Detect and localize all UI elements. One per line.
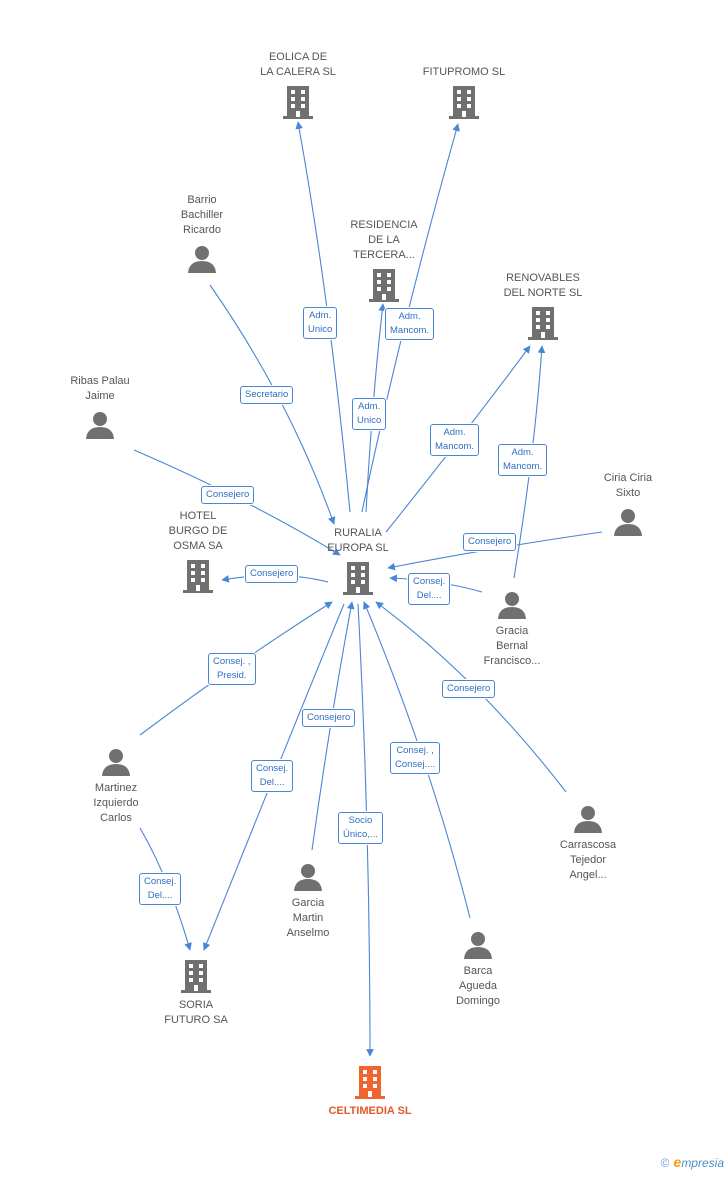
edge-label-consej-consej[interactable]: Consej. , Consej.... bbox=[390, 742, 441, 774]
node-label: Martinez Izquierdo Carlos bbox=[93, 782, 139, 824]
node-residencia[interactable]: RESIDENCIA DE LA TERCERA... bbox=[332, 218, 436, 303]
node-garcia[interactable]: Garcia Martin Anselmo bbox=[258, 862, 358, 941]
building-icon bbox=[181, 960, 211, 993]
node-label: Garcia Martin Anselmo bbox=[286, 897, 330, 939]
node-ciria[interactable]: Ciria Ciria Sixto bbox=[578, 471, 678, 537]
node-barca[interactable]: Barca Agueda Domingo bbox=[428, 930, 528, 1009]
edge-label-consej-del[interactable]: Consej. Del.... bbox=[251, 760, 294, 792]
person-icon bbox=[86, 412, 114, 439]
edge-label-adm-unico[interactable]: Adm. Unico bbox=[352, 398, 387, 430]
node-label: Barrio Bachiller Ricardo bbox=[180, 194, 224, 236]
node-label: RURALIA EUROPA SL bbox=[327, 527, 389, 554]
edge-label-consej-del[interactable]: Consej. Del.... bbox=[408, 573, 451, 605]
node-label: RENOVABLES DEL NORTE SL bbox=[503, 272, 583, 299]
edge-label-socio-unico[interactable]: Socio Único,... bbox=[338, 812, 383, 844]
node-gracia[interactable]: Gracia Bernal Francisco... bbox=[462, 590, 562, 669]
edge-label-consejero[interactable]: Consejero bbox=[442, 680, 496, 698]
edge-label-adm-mancom[interactable]: Adm. Mancom. bbox=[498, 444, 548, 476]
building-icon bbox=[528, 307, 558, 340]
building-icon bbox=[449, 86, 479, 119]
node-renovables[interactable]: RENOVABLES DEL NORTE SL bbox=[491, 271, 595, 341]
edge-label-adm-unico[interactable]: Adm. Unico bbox=[303, 307, 338, 339]
brand-footer[interactable]: ©empresia bbox=[661, 1154, 724, 1170]
node-celtimedia[interactable]: CELTIMEDIA SL bbox=[310, 1064, 430, 1119]
node-label: Barca Agueda Domingo bbox=[455, 965, 501, 1007]
edge-label-adm-mancom[interactable]: Adm. Mancom. bbox=[430, 424, 480, 456]
node-label: Gracia Bernal Francisco... bbox=[483, 625, 541, 667]
edge-label-consejero[interactable]: Consejero bbox=[302, 709, 356, 727]
person-icon bbox=[294, 864, 322, 891]
node-soria[interactable]: SORIA FUTURO SA bbox=[144, 958, 248, 1028]
node-label: SORIA FUTURO SA bbox=[164, 999, 228, 1026]
edge-label-consej-presid[interactable]: Consej. , Presid. bbox=[208, 653, 256, 685]
node-label: CELTIMEDIA SL bbox=[328, 1105, 412, 1117]
edge-label-adm-mancom[interactable]: Adm. Mancom. bbox=[385, 308, 435, 340]
node-carrascosa[interactable]: Carrascosa Tejedor Angel... bbox=[538, 804, 638, 883]
node-ruralia[interactable]: RURALIA EUROPA SL bbox=[306, 526, 410, 596]
node-label: Carrascosa Tejedor Angel... bbox=[559, 839, 617, 881]
person-icon bbox=[102, 749, 130, 776]
edge-label-consejero[interactable]: Consejero bbox=[245, 565, 299, 583]
node-label: FITUPROMO SL bbox=[422, 66, 506, 78]
person-icon bbox=[614, 509, 642, 536]
person-icon bbox=[498, 592, 526, 619]
edge-label-consej-del[interactable]: Consej. Del.... bbox=[139, 873, 182, 905]
copyright-icon: © bbox=[660, 1156, 670, 1170]
building-icon bbox=[183, 560, 213, 593]
node-fitupromo[interactable]: FITUPROMO SL bbox=[412, 65, 516, 120]
node-martinez[interactable]: Martinez Izquierdo Carlos bbox=[66, 747, 166, 826]
node-ribas[interactable]: Ribas Palau Jaime bbox=[50, 374, 150, 440]
node-barrio[interactable]: Barrio Bachiller Ricardo bbox=[152, 193, 252, 274]
person-icon bbox=[574, 806, 602, 833]
node-label: EOLICA DE LA CALERA SL bbox=[260, 51, 336, 78]
building-icon bbox=[369, 269, 399, 302]
building-icon bbox=[343, 562, 373, 595]
node-label: HOTEL BURGO DE OSMA SA bbox=[168, 510, 228, 552]
person-icon bbox=[188, 246, 216, 273]
brand-logo-initial: e bbox=[673, 1154, 682, 1170]
edge-label-consejero[interactable]: Consejero bbox=[201, 486, 255, 504]
node-label: Ciria Ciria Sixto bbox=[603, 472, 653, 499]
node-label: Ribas Palau Jaime bbox=[70, 375, 130, 402]
edge-label-secretario[interactable]: Secretario bbox=[240, 386, 294, 404]
building-icon bbox=[283, 86, 313, 119]
brand-name: mpresia bbox=[681, 1156, 724, 1170]
node-label: RESIDENCIA DE LA TERCERA... bbox=[350, 219, 418, 261]
node-eolica[interactable]: EOLICA DE LA CALERA SL bbox=[246, 50, 350, 120]
edge-label-consejero[interactable]: Consejero bbox=[463, 533, 517, 551]
building-icon bbox=[355, 1066, 385, 1099]
person-icon bbox=[464, 932, 492, 959]
node-hotel[interactable]: HOTEL BURGO DE OSMA SA bbox=[146, 509, 250, 594]
